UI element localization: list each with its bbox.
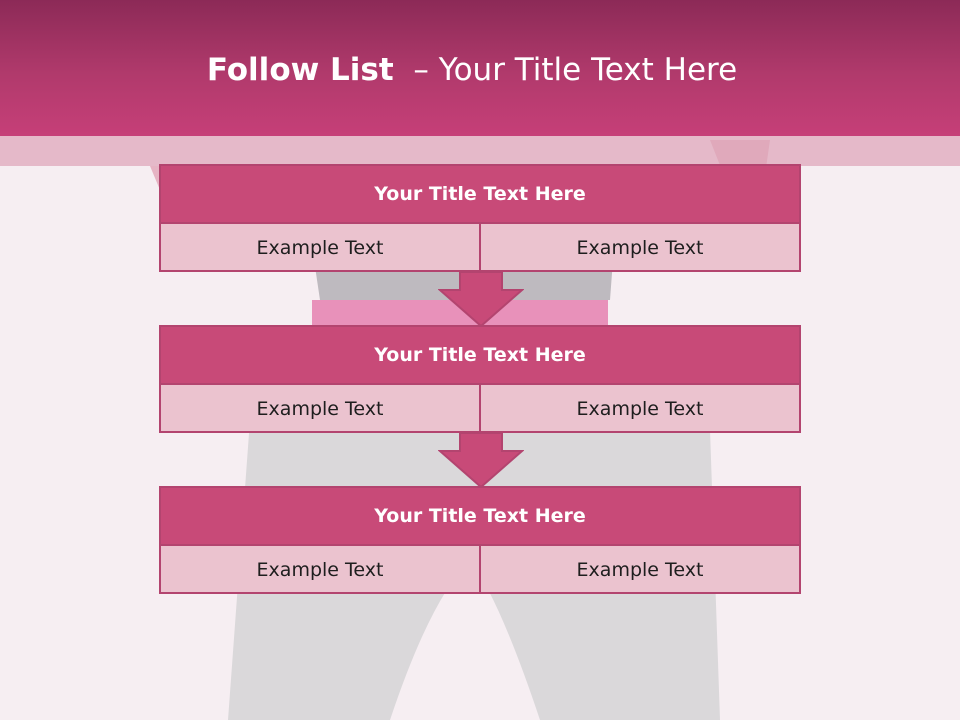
title-bar-strip xyxy=(0,136,960,166)
step-box-2: Your Title Text Here Example Text Exampl… xyxy=(159,325,801,433)
slide-title-bold: Follow List xyxy=(206,52,394,88)
slide-title: Follow List – Your Title Text Here xyxy=(0,52,944,88)
down-arrow-icon xyxy=(438,271,524,328)
step-right-text: Example Text xyxy=(479,546,799,594)
slide-title-rest: – Your Title Text Here xyxy=(393,52,738,88)
step-title: Your Title Text Here xyxy=(161,488,799,546)
step-box-1: Your Title Text Here Example Text Exampl… xyxy=(159,164,801,272)
step-left-text: Example Text xyxy=(256,237,384,259)
step-left-text: Example Text xyxy=(256,398,384,420)
title-bar xyxy=(0,0,960,136)
step-right-text: Example Text xyxy=(479,385,799,433)
step-title: Your Title Text Here xyxy=(161,327,799,385)
down-arrow-icon xyxy=(438,432,524,489)
step-box-3: Your Title Text Here Example Text Exampl… xyxy=(159,486,801,594)
step-left-text: Example Text xyxy=(256,559,384,581)
step-right-text: Example Text xyxy=(479,224,799,272)
step-title: Your Title Text Here xyxy=(161,166,799,224)
